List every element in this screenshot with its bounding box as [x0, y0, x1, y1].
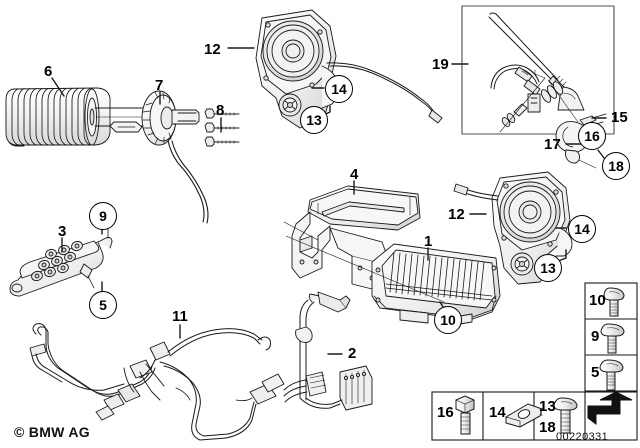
part-collar-7 [141, 90, 209, 224]
legend-number-9: 9 [591, 328, 600, 345]
part-antenna-kit-19 [461, 5, 615, 135]
part-speaker-top-12 [255, 9, 443, 129]
callout-5: 5 [89, 291, 117, 319]
callout-19: 19 [432, 56, 449, 73]
callout-2: 2 [348, 345, 357, 362]
callout-11: 11 [172, 308, 188, 325]
copyright-notice: © BMW AG [14, 424, 90, 440]
part-cable-2 [295, 291, 373, 411]
harness-fragment-right [283, 371, 327, 403]
callout-17: 17 [544, 136, 561, 153]
diagram-part-number: 00220331 [556, 431, 609, 443]
callout-12-mid: 12 [448, 206, 465, 223]
callout-9: 9 [89, 202, 117, 230]
callout-16: 16 [578, 122, 606, 150]
fastener-13-18 [553, 397, 578, 434]
callout-13-mid: 13 [534, 254, 562, 282]
part-harness-11 [29, 323, 285, 441]
callout-3: 3 [58, 223, 67, 240]
callout-8: 8 [216, 102, 225, 119]
callout-14-mid: 14 [568, 215, 596, 243]
part-amplifier-1 [285, 235, 501, 325]
callout-6: 6 [44, 63, 53, 80]
legend-number-13: 13 [539, 398, 556, 415]
fastener-5 [599, 359, 624, 391]
callout-4: 4 [350, 166, 359, 183]
fastener-14 [505, 403, 543, 428]
part-screws-8 [204, 108, 240, 147]
legend-number-16: 16 [437, 404, 454, 421]
callout-15: 15 [611, 109, 628, 126]
legend-number-18: 18 [539, 419, 556, 436]
callout-18: 18 [602, 152, 630, 180]
part-speaker-mid-12 [453, 171, 573, 285]
fastener-16 [455, 395, 475, 435]
fastener-9 [600, 323, 625, 354]
callout-13-top: 13 [300, 106, 328, 134]
legend-number-10: 10 [589, 292, 606, 309]
legend-fastener-glyphs [455, 287, 633, 435]
legend-number-5: 5 [591, 364, 600, 381]
callout-14-top: 14 [325, 75, 353, 103]
direction-arrow-marker [587, 391, 633, 425]
callout-12-top: 12 [204, 41, 221, 58]
part-grip-6 [5, 87, 151, 147]
callout-7: 7 [155, 77, 164, 94]
fastener-10 [603, 287, 625, 317]
legend-number-14: 14 [489, 404, 506, 421]
callout-1: 1 [424, 233, 433, 250]
part-connector-block-3 [9, 227, 113, 297]
callout-10-mid: 10 [434, 306, 462, 334]
